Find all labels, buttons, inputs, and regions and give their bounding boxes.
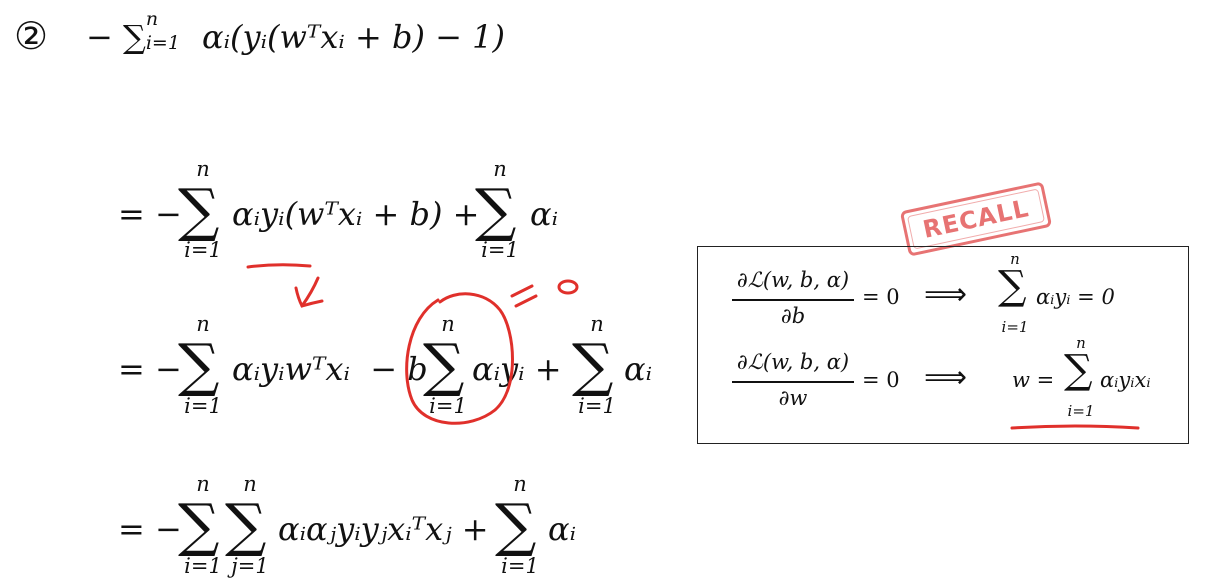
equals-mark [510, 284, 538, 308]
down-arrow-mark [294, 276, 324, 308]
line3-sum3-upper: n [513, 472, 527, 496]
line3-term2: αᵢ [548, 510, 577, 548]
line2-term1: αᵢyᵢwᵀxᵢ − b [232, 350, 428, 388]
line2-term3: αᵢ [624, 350, 653, 388]
line3-sum3-lower: i=1 [501, 554, 539, 578]
row2-implies-arrow: ⟹ [924, 360, 968, 395]
line2-eq: = − [118, 350, 182, 388]
top-sigma-upper: n [145, 8, 159, 30]
row2-equals-zero: = 0 [862, 368, 900, 392]
row1-numerator: ∂ℒ(w, b, α) [736, 268, 850, 292]
row1-sum-lower: i=1 [1001, 318, 1029, 336]
row2-numerator: ∂ℒ(w, b, α) [736, 350, 850, 374]
row2-lhs: w = [1012, 368, 1055, 392]
line2-sum3-lower: i=1 [578, 394, 616, 418]
row1-sum-upper: n [1010, 250, 1020, 268]
row1-sum-sigma: ∑ [998, 263, 1027, 309]
line2-sum2-lower: i=1 [429, 394, 467, 418]
line3-sum2-lower: j=1 [231, 554, 269, 578]
line1-eq: = − [118, 195, 182, 233]
line3-sum1-upper: n [196, 472, 210, 496]
row2-sum-sigma: ∑ [1064, 347, 1093, 393]
row2-result: αᵢyᵢxᵢ [1100, 368, 1151, 392]
line2-sum2-sigma: ∑ [423, 331, 465, 399]
row2-sum-upper: n [1076, 334, 1086, 352]
line1-term2: αᵢ [530, 195, 559, 233]
line2-sum1-lower: i=1 [184, 394, 222, 418]
top-expression: − ∑ n i=1 αᵢ(yᵢ(wᵀxᵢ + b) − 1) [86, 8, 505, 56]
top-body: αᵢ(yᵢ(wᵀxᵢ + b) − 1) [202, 18, 505, 56]
line3-eq: = − [118, 510, 182, 548]
top-minus: − [86, 18, 113, 56]
line1-sum1-sigma: ∑ [178, 176, 220, 244]
zero-mark [557, 279, 579, 295]
line1-term1: αᵢyᵢ(wᵀxᵢ + b) + [232, 195, 480, 233]
row1-denominator: ∂b [780, 304, 806, 328]
line3-sum2-upper: n [243, 472, 257, 496]
underline-mark [246, 263, 312, 269]
line1-sum2-upper: n [493, 157, 507, 181]
line3-term1: αᵢαⱼyᵢyⱼxᵢᵀxⱼ + [278, 510, 489, 548]
top-sigma-lower: i=1 [145, 32, 180, 54]
row2-sum-lower: i=1 [1067, 402, 1095, 420]
line1-sum1-upper: n [196, 157, 210, 181]
line2-sum1-upper: n [196, 312, 210, 336]
line1-sum2-lower: i=1 [481, 238, 519, 262]
line2-sum3-upper: n [590, 312, 604, 336]
recall-box [697, 246, 1189, 444]
row1-fraction-bar [732, 299, 854, 301]
line2-sum3-sigma: ∑ [572, 331, 614, 399]
top-sigma: ∑ [122, 18, 146, 56]
row2-fraction-bar [732, 381, 854, 383]
row1-result: αᵢyᵢ = 0 [1036, 285, 1115, 309]
step-number: ② [14, 14, 49, 58]
row1-implies-arrow: ⟹ [924, 277, 968, 312]
row2-denominator: ∂w [778, 386, 808, 410]
line3-sum1-sigma: ∑ [178, 491, 220, 559]
line3-sum3-sigma: ∑ [495, 491, 537, 559]
line1-sum2-sigma: ∑ [475, 176, 517, 244]
line2-term2: αᵢyᵢ + [472, 350, 562, 388]
line3-sum2-sigma: ∑ [225, 491, 267, 559]
row1-equals-zero: = 0 [862, 285, 900, 309]
line3-sum1-lower: i=1 [184, 554, 222, 578]
line1-sum1-lower: i=1 [184, 238, 222, 262]
line2-sum1-sigma: ∑ [178, 331, 220, 399]
